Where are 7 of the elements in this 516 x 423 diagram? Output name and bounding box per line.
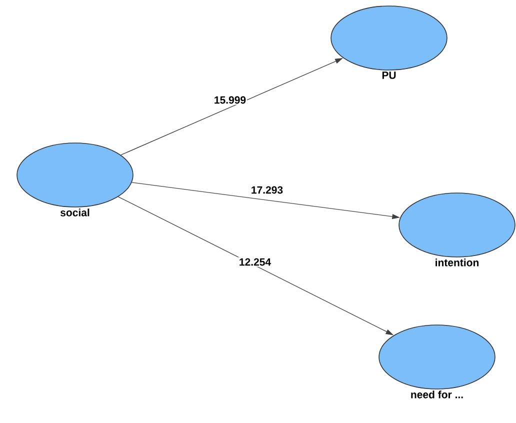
edge-label: 15.999 (212, 95, 248, 105)
edge-label: 12.254 (238, 257, 272, 267)
node-label: social (60, 208, 90, 216)
node-label: need for ... (411, 390, 463, 398)
node-label: PU (382, 72, 396, 79)
node-label: intention (436, 258, 479, 266)
edge-label: 17.293 (250, 185, 284, 195)
